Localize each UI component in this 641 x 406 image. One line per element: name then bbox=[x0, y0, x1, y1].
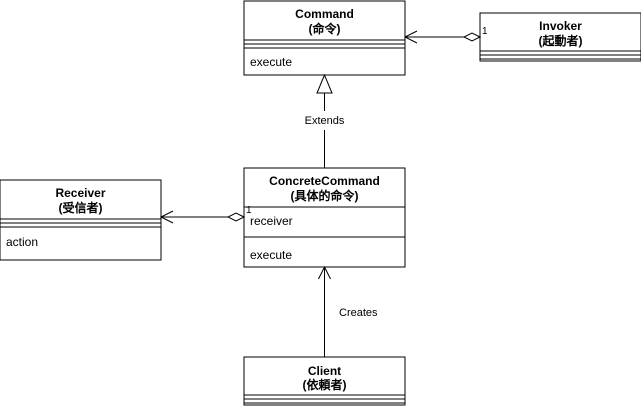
class-client[interactable]: Client (依頼者) bbox=[243, 356, 406, 406]
class-invoker-subtitle: (起動者) bbox=[539, 33, 583, 48]
class-command-subtitle: (命令) bbox=[309, 21, 341, 36]
class-receiver[interactable]: Receiver (受信者) action bbox=[0, 179, 162, 261]
class-command-name: Command bbox=[295, 7, 354, 21]
class-command-operation-execute: execute bbox=[250, 55, 292, 69]
aggregation-diamond-icon bbox=[226, 212, 246, 222]
concrete-command-multiplicity: 1 bbox=[246, 205, 252, 216]
class-client-subtitle: (依頼者) bbox=[303, 377, 347, 392]
class-receiver-name: Receiver bbox=[55, 186, 105, 200]
open-arrowhead-icon bbox=[318, 265, 331, 280]
class-concrete-command-attribute-receiver: receiver bbox=[250, 214, 293, 228]
class-client-name: Client bbox=[308, 364, 341, 378]
generalization-triangle-icon bbox=[316, 73, 333, 94]
class-concrete-command-name: ConcreteCommand bbox=[269, 174, 380, 188]
class-concrete-command-operation-execute: execute bbox=[250, 248, 292, 262]
invoker-multiplicity: 1 bbox=[482, 26, 488, 37]
relation-creates: Creates bbox=[318, 265, 378, 357]
class-invoker[interactable]: Invoker (起動者) bbox=[479, 12, 641, 62]
relation-concrete-command-receiver: 1 bbox=[159, 205, 252, 224]
creates-label: Creates bbox=[339, 307, 378, 319]
class-receiver-operation-action: action bbox=[6, 235, 38, 249]
relation-invoker-command: 1 bbox=[403, 26, 488, 44]
aggregation-diamond-icon bbox=[462, 32, 482, 42]
class-invoker-name: Invoker bbox=[539, 19, 582, 33]
open-arrowhead-icon bbox=[159, 210, 174, 224]
extends-label: Extends bbox=[305, 115, 345, 127]
class-concrete-command[interactable]: ConcreteCommand (具体的命令) receiver execute bbox=[243, 167, 406, 268]
open-arrowhead-icon bbox=[403, 30, 418, 44]
class-receiver-subtitle: (受信者) bbox=[59, 200, 103, 215]
relation-extends: Extends bbox=[305, 73, 345, 168]
class-command[interactable]: Command (命令) execute bbox=[243, 0, 406, 76]
class-concrete-command-subtitle: (具体的命令) bbox=[291, 188, 359, 203]
